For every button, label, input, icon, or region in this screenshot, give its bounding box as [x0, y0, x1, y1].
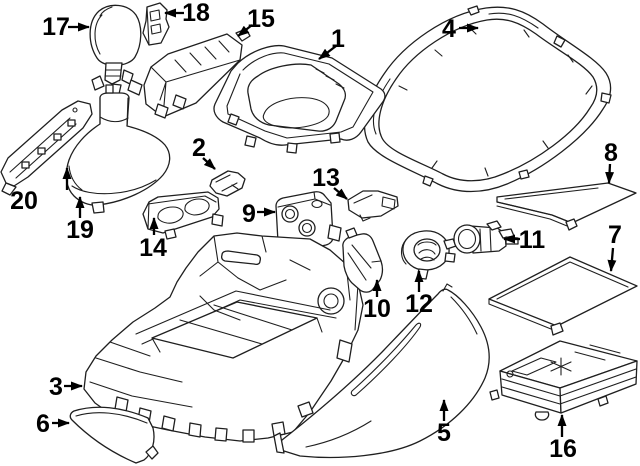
part-number-label-17: 17	[42, 13, 70, 41]
part-10-mounting-bracket	[342, 227, 384, 293]
callout-5-console-side-garnish: 5	[437, 399, 451, 447]
part-15-shift-switch-assembly	[143, 28, 251, 119]
part-4-console-trim-frame	[357, 5, 612, 193]
part-number-label-16: 16	[549, 435, 577, 463]
part-number-label-4: 4	[442, 15, 456, 43]
part-number-label-19: 19	[66, 216, 94, 244]
part-number-label-18: 18	[182, 0, 210, 27]
callout-18-knob-bracket: 18	[164, 0, 210, 27]
callout-13-switch-bracket: 13	[312, 164, 348, 200]
part-2-clip	[209, 170, 246, 197]
part-number-label-5: 5	[437, 419, 451, 447]
part-number-label-8: 8	[604, 139, 618, 167]
part-number-label-12: 12	[405, 290, 433, 318]
part-18-knob-bracket	[142, 2, 170, 46]
part-number-label-13: 13	[312, 164, 340, 192]
part-16-control-module	[489, 340, 638, 421]
callout-15-shift-switch-assembly: 15	[237, 5, 275, 37]
callout-7-console-box-mat: 7	[607, 221, 622, 272]
part-number-label-7: 7	[608, 221, 622, 249]
callout-6-console-front-trim: 6	[36, 410, 70, 438]
part-17-shift-knob	[89, 4, 143, 96]
part-8-console-tray-mat	[496, 182, 637, 231]
callout-16-control-module: 16	[549, 414, 577, 463]
part-20-side-rail-bracket	[0, 100, 93, 196]
part-number-label-9: 9	[242, 200, 256, 228]
callout-17-shift-knob: 17	[42, 13, 90, 41]
leader-arrow-2	[202, 157, 216, 170]
leader-arrow-7	[607, 247, 617, 272]
callout-14-switch-panel: 14	[139, 217, 167, 262]
callout-4-console-trim-frame: 4	[442, 15, 479, 43]
part-number-label-2: 2	[192, 134, 206, 162]
part-number-label-1: 1	[331, 25, 345, 53]
callout-20-side-rail-bracket: 20	[10, 167, 72, 215]
part-number-label-10: 10	[363, 295, 391, 323]
part-14-switch-panel	[142, 191, 224, 240]
part-number-label-14: 14	[139, 234, 167, 262]
leader-arrow-15	[237, 24, 253, 37]
part-number-label-15: 15	[247, 5, 275, 33]
part-1-upper-console-panel	[213, 44, 386, 154]
part-number-label-3: 3	[49, 373, 63, 401]
callout-11-power-outlet-socket: 11	[503, 226, 546, 254]
callout-19-shift-boot: 19	[66, 196, 94, 244]
callout-10-mounting-bracket: 10	[363, 279, 391, 323]
leader-arrow-13	[333, 187, 348, 200]
part-12-outlet-holder	[400, 230, 457, 280]
part-11-power-outlet-socket	[453, 220, 519, 254]
part-number-label-11: 11	[519, 226, 546, 254]
part-6-console-front-trim	[69, 406, 159, 464]
callout-1-upper-console-panel: 1	[318, 25, 345, 60]
part-13-switch-bracket	[347, 190, 399, 222]
part-7-console-box-mat	[488, 256, 638, 336]
part-5-console-side-garnish	[273, 283, 490, 459]
callout-2-clip: 2	[192, 134, 216, 170]
callout-12-outlet-holder: 12	[405, 270, 433, 318]
part-number-label-6: 6	[36, 410, 50, 438]
callout-3-console-body: 3	[49, 373, 83, 401]
leader-arrow-1	[318, 45, 337, 60]
callout-9-accessory-switch: 9	[242, 200, 276, 228]
leader-arrow-8	[605, 163, 615, 184]
callout-8-console-tray-mat: 8	[604, 139, 618, 184]
part-number-label-20: 20	[10, 187, 38, 215]
